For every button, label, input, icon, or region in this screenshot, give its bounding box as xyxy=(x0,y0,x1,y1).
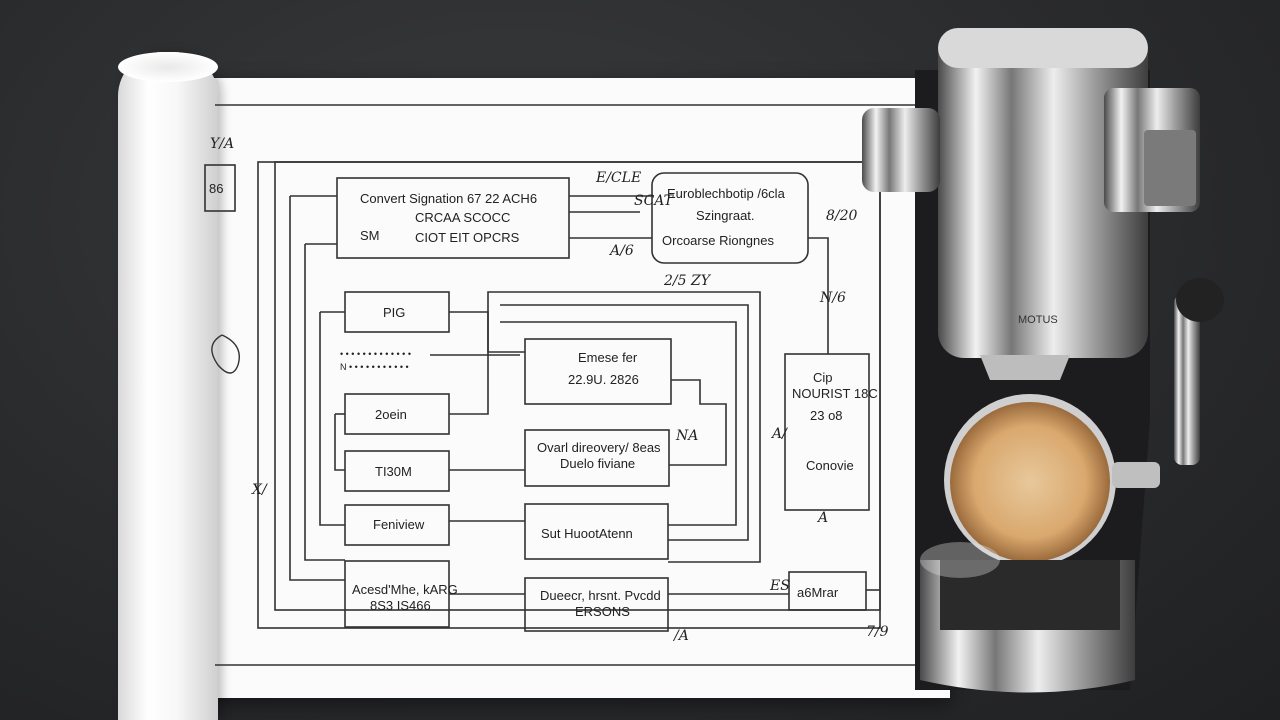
cloud-sketch-icon xyxy=(211,334,240,374)
box-right-tall xyxy=(784,353,870,511)
box-right-tall-line2: NOURIST 18C xyxy=(792,386,878,401)
box-mid2-line2: Duelo fiviane xyxy=(560,456,635,471)
box-top-right-line3: Orcoarse Riongnes xyxy=(662,233,774,248)
hand-note-4: 8/20 xyxy=(826,208,858,224)
box-b5-line1: Acesd'Mhe, kARG xyxy=(352,582,458,597)
box-right-small-label: a6Mrar xyxy=(797,585,839,600)
coffee-crema xyxy=(950,402,1110,562)
box-mid2 xyxy=(524,429,670,487)
box-top-right xyxy=(651,172,809,264)
box-b3 xyxy=(344,450,450,492)
box-right-tall-line4: Conovie xyxy=(806,458,854,473)
box-top-left xyxy=(336,177,570,259)
box-top-left-line3: CIOT EIT OPCRS xyxy=(415,230,520,245)
hand-note-5: N/6 xyxy=(819,290,846,306)
blueprint-paper-sheet xyxy=(190,78,950,698)
hand-note-8: NA xyxy=(675,428,698,444)
hand-note-13: /A xyxy=(672,628,689,644)
steam-knob xyxy=(1176,278,1224,322)
dot-note-2: N • • • • • • • • • • • xyxy=(340,362,409,372)
hand-note-11: ES xyxy=(769,578,790,594)
hand-note-7: A/ xyxy=(770,426,788,442)
box-top-right-line1: Euroblechbotip /6cla xyxy=(667,186,786,201)
box-mid1 xyxy=(524,338,672,405)
dot-note-1: • • • • • • • • • • • • • xyxy=(340,349,411,359)
box-mid4 xyxy=(524,577,669,632)
box-right-tall-line3: 23 o8 xyxy=(810,408,843,423)
box-top-left-side: SM xyxy=(360,228,380,243)
box-right-tall-line1: Cip xyxy=(813,370,833,385)
steam-wand xyxy=(1174,295,1200,465)
paper-roll-end xyxy=(118,52,218,82)
hand-note-3: A/6 xyxy=(608,243,634,259)
box-top-left-line1: Convert Signation 67 22 ACH6 xyxy=(360,191,537,206)
hand-note-1: E/CLE xyxy=(595,170,641,186)
box-mid2-line1: Ovarl direovery/ 8eas xyxy=(537,440,661,455)
hand-note-14: Y/A xyxy=(210,136,234,152)
box-top-left-line2: CRCAA SCOCC xyxy=(415,210,510,225)
box-b3-label: TI30M xyxy=(375,464,412,479)
box-mid3-label: Sut HuootAtenn xyxy=(541,526,633,541)
box-mid4-line1: Dueecr, hrsnt. Pvcdd xyxy=(540,588,661,603)
espresso-machine: MOTUS xyxy=(862,28,1224,693)
diagram-frame-outer-2 xyxy=(257,161,881,629)
box-b4-label: Feniview xyxy=(373,517,425,532)
hand-note-12: 7/9 xyxy=(866,624,889,640)
box-b2-label: 2oein xyxy=(375,407,407,422)
box-b1-label: PIG xyxy=(383,305,405,320)
hand-note-10: A xyxy=(816,510,828,526)
box-right-small xyxy=(788,571,867,611)
box-mid3 xyxy=(524,503,669,560)
box-left-small-label: 86 xyxy=(209,181,223,196)
box-b5-line2: 8S3 IS466 xyxy=(370,598,431,613)
hand-note-2: SCAT xyxy=(634,193,675,209)
side-knob xyxy=(862,108,940,192)
machine-brand-label: MOTUS xyxy=(1018,314,1058,326)
box-mid1-line2: 22.9U. 2826 xyxy=(568,372,639,387)
box-mid1-line1: Emese fer xyxy=(578,350,638,365)
paper-roll xyxy=(118,52,218,720)
box-left-small xyxy=(204,164,236,212)
hand-note-9: X/ xyxy=(251,482,268,498)
box-top-right-line2: Szingraat. xyxy=(696,208,755,223)
hand-note-6: 2/5 ZY xyxy=(663,273,712,289)
box-mid4-line2: ERSONS xyxy=(575,604,630,619)
